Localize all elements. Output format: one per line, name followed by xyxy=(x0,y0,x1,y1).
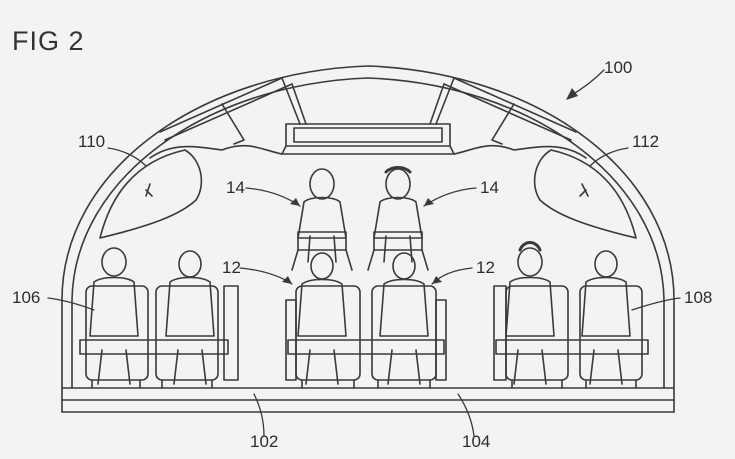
ref-seat-row-left-label: 106 xyxy=(12,288,41,307)
ceiling-panel xyxy=(281,123,455,155)
fuselage-outer xyxy=(61,65,675,389)
ceiling-contour xyxy=(149,144,587,159)
seat-row-center xyxy=(285,285,447,389)
passenger-lower-center-right xyxy=(379,252,429,385)
ref-upper-passenger-right-label: 14 xyxy=(480,178,499,197)
fuselage-inner xyxy=(71,77,665,389)
passenger-lower-center-left xyxy=(297,252,347,385)
arrowheads xyxy=(282,88,578,284)
passenger-upper-left xyxy=(297,168,347,263)
seat-row-left xyxy=(79,285,239,389)
passenger-left-window xyxy=(89,247,139,385)
ref-lower-passenger-right-label: 12 xyxy=(476,258,495,277)
passenger-upper-right xyxy=(373,166,423,263)
ref-seat-row-right-label: 108 xyxy=(684,288,713,307)
ref-aisle-right-label: 104 xyxy=(462,432,491,451)
ref-lower-passenger-left-label: 12 xyxy=(222,258,241,277)
figure-title: FIG 2 xyxy=(12,26,85,56)
ref-bin-left-label: 110 xyxy=(78,132,106,151)
overhead-bin-right xyxy=(533,149,637,239)
passenger-left-aisle xyxy=(165,250,215,385)
passenger-right-window xyxy=(581,250,631,385)
ref-bin-right-label: 112 xyxy=(632,132,660,151)
upper-seat-frame xyxy=(291,231,429,271)
seat-row-right xyxy=(493,285,649,389)
ref-aircraft-label: 100 xyxy=(604,58,633,77)
overhead-bin-left xyxy=(99,149,203,239)
ref-upper-passenger-left-label: 14 xyxy=(226,178,245,197)
ref-aisle-left-label: 102 xyxy=(250,432,279,451)
passenger-right-aisle xyxy=(505,241,555,385)
cabin-floor xyxy=(61,387,675,413)
ceiling-structure xyxy=(159,77,577,145)
